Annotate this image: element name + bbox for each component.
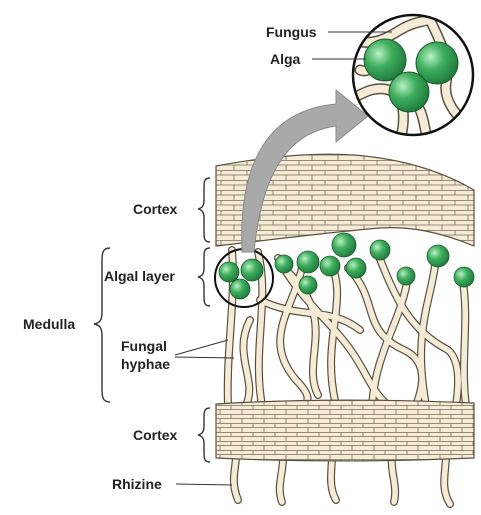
rhizine-label: Rhizine bbox=[112, 476, 162, 492]
braces bbox=[94, 178, 210, 462]
cortex-top-label: Cortex bbox=[133, 201, 178, 217]
alga-label: Alga bbox=[270, 51, 301, 67]
medulla-hyphae bbox=[228, 250, 466, 405]
fungal-hyphae-label-line1: Fungal bbox=[121, 338, 167, 354]
brace-cortex-bottom bbox=[198, 408, 210, 462]
rhizines bbox=[234, 455, 450, 504]
fungus-label: Fungus bbox=[266, 24, 317, 40]
rhizine-leader bbox=[176, 484, 232, 485]
algal-layer-label: Algal layer bbox=[104, 268, 175, 284]
algal-cells bbox=[219, 233, 474, 299]
cortex-bottom-label: Cortex bbox=[133, 427, 178, 443]
brace-cortex-top bbox=[198, 178, 210, 242]
zoom-inset bbox=[350, 15, 473, 144]
fungal-hyphae-label-line2: hyphae bbox=[121, 356, 170, 372]
brace-algal-layer bbox=[198, 248, 210, 306]
medulla-label: Medulla bbox=[23, 316, 75, 332]
lower-cortex bbox=[216, 400, 474, 461]
fungal-leader-a bbox=[175, 340, 228, 355]
